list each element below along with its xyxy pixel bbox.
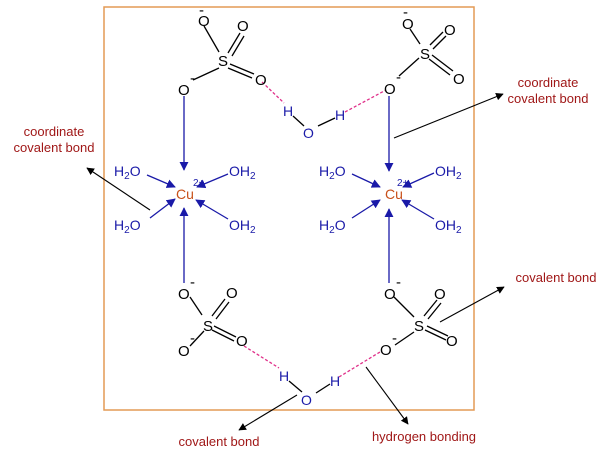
atom-o: O xyxy=(236,333,248,350)
atom-o: O xyxy=(453,71,465,88)
atom-h: H xyxy=(283,103,293,119)
copper-charge: 2+ xyxy=(397,178,409,189)
water-ligand: H2O xyxy=(114,163,141,182)
charge-minus: - xyxy=(190,330,195,347)
atom-s: S xyxy=(218,53,228,70)
label-hydrogen-bonding: hydrogen bonding xyxy=(372,429,476,444)
label-coordinate-bond-left: coordinate xyxy=(24,124,85,139)
copper-charge: 2+ xyxy=(193,178,205,189)
atom-o: O xyxy=(178,286,190,303)
atom-h: H xyxy=(335,107,345,123)
label-coordinate-bond-right: coordinate xyxy=(518,75,579,90)
atom-h: H xyxy=(279,368,289,384)
hydrogen-bonds xyxy=(243,81,387,378)
charge-minus: - xyxy=(396,69,401,86)
unit-cell-frame xyxy=(103,6,475,411)
atom-s: S xyxy=(203,318,213,335)
water-ligand: OH2 xyxy=(435,217,462,236)
coordinate-bonds xyxy=(146,96,435,283)
water-ligand: H2O xyxy=(114,217,141,236)
atom-o: O xyxy=(446,333,458,350)
atom-o: O xyxy=(384,286,396,303)
atom-h: H xyxy=(330,373,340,389)
water-ligand: H2O xyxy=(319,217,346,236)
atom-o: O xyxy=(303,125,314,141)
atom-o: O xyxy=(237,18,249,35)
water-ligand: OH2 xyxy=(435,163,462,182)
charge-minus: - xyxy=(392,330,397,347)
label-coordinate-bond-right: covalent bond xyxy=(508,91,589,106)
atom-s: S xyxy=(414,318,424,335)
atom-o: O xyxy=(301,392,312,408)
water-ligand: OH2 xyxy=(229,217,256,236)
atom-s: S xyxy=(420,46,430,63)
annotation-arrows xyxy=(86,93,505,431)
atom-o: O xyxy=(384,81,396,98)
atom-o: O xyxy=(226,285,238,302)
label-covalent-bond-bottom: covalent bond xyxy=(179,434,260,449)
atom-o: O xyxy=(380,342,392,359)
atom-o: O xyxy=(178,82,190,99)
water-ligand: OH2 xyxy=(229,163,256,182)
label-coordinate-bond-left: covalent bond xyxy=(14,140,95,155)
charge-minus: - xyxy=(396,274,401,291)
label-covalent-bond-right: covalent bond xyxy=(516,270,597,285)
sulfate-bonds xyxy=(189,25,454,394)
water-ligand: H2O xyxy=(319,163,346,182)
atom-o: O xyxy=(434,286,446,303)
charge-minus: - xyxy=(190,70,195,87)
atom-o: O xyxy=(255,72,267,89)
atom-o: O xyxy=(178,343,190,360)
copper-ion: Cu xyxy=(385,186,403,202)
charge-minus: - xyxy=(199,2,204,19)
atom-o: O xyxy=(402,16,414,33)
charge-minus: - xyxy=(190,274,195,291)
charge-minus: - xyxy=(403,4,408,21)
copper-ion: Cu xyxy=(176,186,194,202)
atom-o: O xyxy=(444,22,456,39)
atom-o: O xyxy=(198,13,210,30)
